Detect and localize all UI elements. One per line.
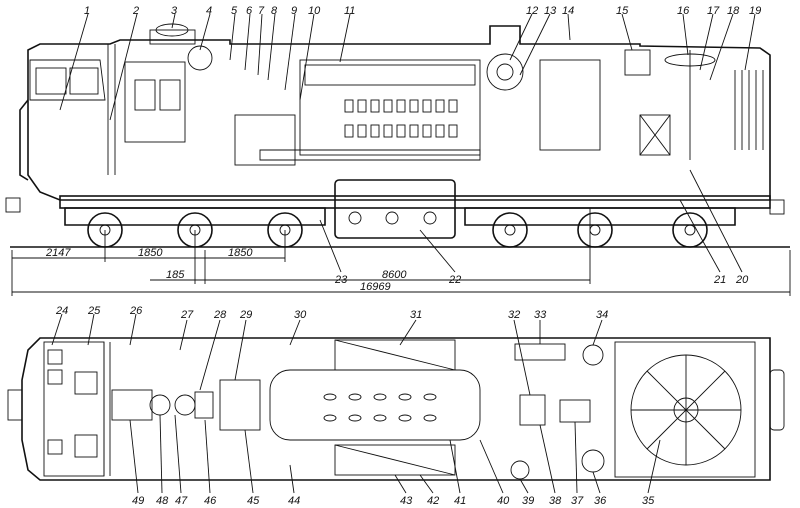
callout-39: 39: [522, 495, 534, 507]
callout-47: 47: [175, 495, 188, 507]
callout-20: 20: [735, 274, 749, 286]
callout-13: 13: [544, 5, 557, 17]
dim-185: 185: [166, 269, 185, 281]
callout-24: 24: [55, 305, 68, 317]
dim-2147: 2147: [45, 247, 71, 259]
callout-48: 48: [156, 495, 169, 507]
callout-25: 25: [87, 305, 101, 317]
side-view-leader-lines: [59, 13, 756, 273]
callout-30: 30: [294, 309, 307, 321]
callout-4: 4: [206, 5, 212, 17]
callout-2: 2: [132, 5, 139, 17]
dim-1850-second: 1850: [228, 247, 253, 259]
callout-33: 33: [534, 309, 547, 321]
callout-12: 12: [526, 5, 538, 17]
callout-16: 16: [677, 5, 690, 17]
radiator-grille: [734, 70, 764, 150]
callout-43: 43: [400, 495, 413, 507]
callout-46: 46: [204, 495, 217, 507]
callout-27: 27: [180, 309, 194, 321]
callout-32: 32: [508, 309, 520, 321]
callout-31: 31: [410, 309, 422, 321]
callout-35: 35: [642, 495, 655, 507]
callout-41: 41: [454, 495, 466, 507]
side-view-callouts: 1 2 3 4 5 6 7 8 9 10 11 12 13 14 15 16 1…: [84, 5, 761, 286]
side-view-drawing: [5, 23, 790, 248]
dim-16969: 16969: [360, 281, 391, 293]
dim-1850-first: 1850: [138, 247, 163, 259]
callout-26: 26: [129, 305, 143, 317]
dimension-lines: [11, 208, 791, 296]
callout-40: 40: [497, 495, 510, 507]
dim-8600: 8600: [382, 269, 407, 281]
fan-blade-lines: [631, 355, 741, 465]
callout-7: 7: [258, 5, 265, 17]
callout-49: 49: [132, 495, 144, 507]
callout-3: 3: [171, 5, 178, 17]
callout-28: 28: [213, 309, 227, 321]
plan-view-callouts: 24 25 26 27 28 29 30 31 32 33 34 35 36 3…: [55, 305, 655, 507]
callout-9: 9: [291, 5, 297, 17]
plan-cylinder-row: [323, 393, 437, 422]
callout-38: 38: [549, 495, 562, 507]
callout-1: 1: [84, 5, 90, 17]
callout-11: 11: [344, 5, 355, 17]
callout-6: 6: [246, 5, 253, 17]
dimension-labels: 2147 1850 1850 185 8600 16969: [45, 247, 407, 293]
plan-view-leader-lines: [51, 313, 661, 494]
callout-29: 29: [239, 309, 252, 321]
plan-view-drawing: [7, 337, 785, 481]
callout-42: 42: [427, 495, 439, 507]
callout-5: 5: [231, 5, 238, 17]
callout-34: 34: [596, 309, 608, 321]
callout-8: 8: [271, 5, 278, 17]
callout-21: 21: [713, 274, 726, 286]
callout-45: 45: [247, 495, 260, 507]
callout-18: 18: [727, 5, 740, 17]
engine-cylinder-row: [344, 99, 458, 138]
callout-15: 15: [616, 5, 629, 17]
callout-44: 44: [288, 495, 300, 507]
callout-19: 19: [749, 5, 761, 17]
callout-10: 10: [308, 5, 321, 17]
callout-37: 37: [571, 495, 584, 507]
rear-bogie: [464, 207, 736, 248]
callout-36: 36: [594, 495, 607, 507]
callout-14: 14: [562, 5, 574, 17]
callout-17: 17: [707, 5, 720, 17]
